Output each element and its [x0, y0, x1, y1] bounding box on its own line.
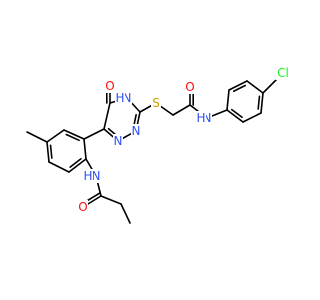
- atom-label: O: [185, 80, 194, 94]
- atom-background: [115, 91, 125, 105]
- atom-label: N: [123, 91, 132, 105]
- bond-line: [172, 104, 191, 116]
- bond-Ar5-Ar6: [68, 157, 87, 173]
- atom-label: N: [114, 134, 123, 148]
- bond-Ph5-Ph6: [228, 80, 248, 93]
- atom-background: [275, 66, 291, 80]
- bond-Ar2-Ar3: [46, 129, 65, 143]
- bond-line: [242, 112, 262, 123]
- bond-C6-Ar1: [83, 128, 105, 140]
- bond-line: [226, 89, 230, 111]
- atom-background: [113, 134, 123, 148]
- bond-line: [46, 141, 50, 163]
- atom-Cl: Cl: [275, 66, 291, 80]
- atom-background: [131, 124, 141, 138]
- atom-background: [122, 91, 132, 105]
- bond-line: [246, 80, 264, 94]
- bond-line: [26, 131, 48, 143]
- bond-line-inner: [257, 95, 261, 110]
- atom-label: O: [105, 79, 114, 93]
- atom-background: [196, 111, 206, 125]
- bond-line: [63, 129, 85, 140]
- bond-Ar4-Ar5: [48, 161, 70, 173]
- atom-label: S: [152, 96, 160, 110]
- bond-line-inner: [232, 84, 246, 93]
- atom-background: [202, 111, 212, 125]
- bond-line: [68, 158, 87, 173]
- bond-line: [48, 161, 70, 173]
- bond-C_prop-C_prop2: [100, 195, 122, 205]
- bond-line: [83, 128, 105, 140]
- atom-N2: N: [131, 124, 141, 138]
- bond-line: [100, 195, 122, 205]
- atom-label: H: [196, 111, 205, 125]
- atom-label: H: [83, 169, 92, 183]
- bond-line: [260, 92, 264, 114]
- bond-line-inner: [65, 133, 80, 142]
- bond-line-inner: [69, 157, 82, 168]
- atom-H_N4: H: [115, 91, 125, 105]
- bond-line-inner: [49, 144, 53, 159]
- bond-Ph4-Ph5: [246, 80, 264, 94]
- bond-Ar1-Ar2: [63, 129, 85, 142]
- atom-background: [91, 169, 101, 183]
- bond-line: [120, 203, 131, 224]
- atom-N_amide: N: [202, 111, 212, 125]
- bond-line: [228, 80, 248, 91]
- bond-Ph6-Ph1: [226, 89, 230, 111]
- atom-O2: O: [185, 80, 195, 94]
- bond-Ph1-Ph2: [226, 108, 244, 123]
- atom-background: [78, 200, 88, 214]
- atom-background: [105, 79, 115, 93]
- bond-CH2-C_amide: [172, 104, 191, 116]
- bond-line: [46, 129, 65, 143]
- bond-line-inner: [231, 108, 243, 119]
- bond-line: [103, 102, 111, 130]
- atom-N1: N: [113, 134, 123, 148]
- atom-H_amide: H: [196, 111, 206, 125]
- bond-Ar3-Ar4: [46, 141, 53, 163]
- bond-Ph2-Ph3: [242, 112, 262, 123]
- atom-label: N: [132, 124, 141, 138]
- bond-line: [83, 138, 87, 160]
- bond-Ar3-Me: [26, 131, 48, 143]
- atom-S: S: [151, 96, 161, 110]
- bond-Ph3-Ph4: [257, 92, 264, 114]
- atom-O3: O: [78, 200, 88, 214]
- atom-background: [151, 96, 161, 110]
- atom-label: N: [203, 111, 212, 125]
- bond-C6-C_ring5: [103, 102, 111, 130]
- bond-line: [226, 109, 244, 123]
- atom-H_prop: H: [83, 169, 93, 183]
- atom-O1: O: [105, 79, 115, 93]
- bond-Ar6-Ar1: [83, 138, 87, 160]
- atom-label: H: [115, 91, 124, 105]
- atom-label: Cl: [277, 66, 289, 80]
- atom-label: O: [78, 200, 87, 214]
- atom-background: [83, 169, 93, 183]
- bond-C_prop2-C_prop3: [120, 203, 131, 224]
- atom-N_prop: N: [91, 169, 101, 183]
- atom-background: [185, 80, 195, 94]
- atom-label: N: [92, 169, 101, 183]
- atom-N4: N: [122, 91, 132, 105]
